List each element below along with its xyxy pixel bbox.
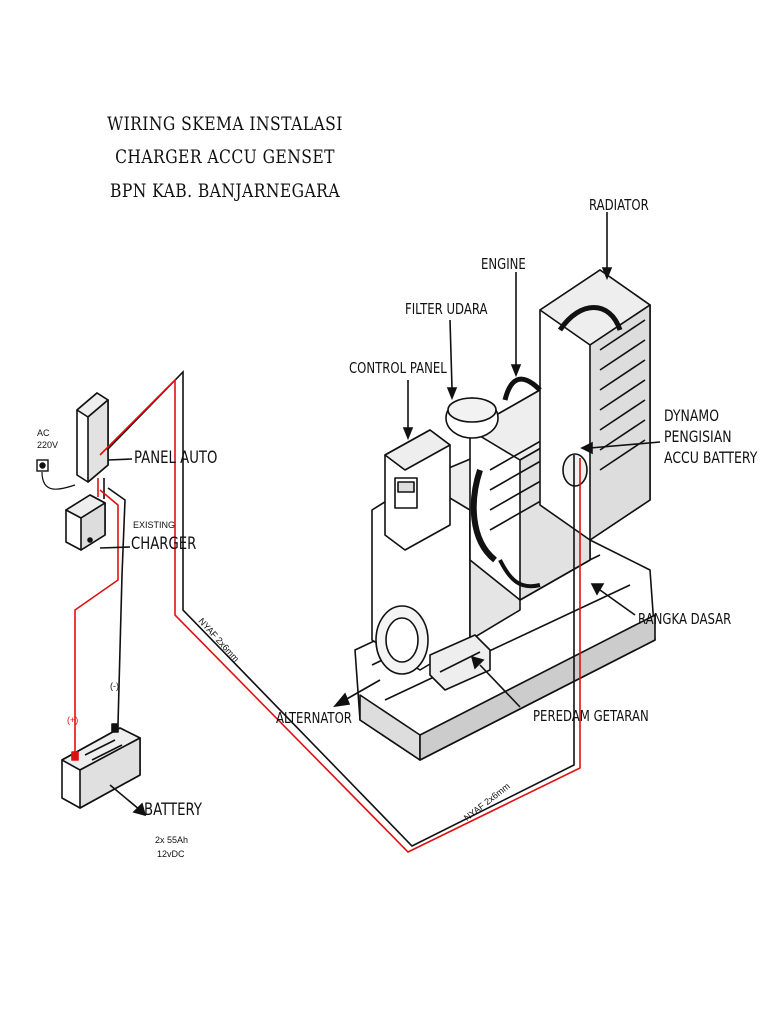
leader-lines (99, 212, 661, 817)
existing-charger-box (65, 494, 106, 551)
label-positive-terminal: (+) (67, 715, 79, 725)
panel-auto-box (76, 392, 109, 483)
label-dynamo-3: ACCU BATTERY (664, 448, 758, 467)
genset-drawing (354, 269, 656, 761)
wire-battery-negative (107, 487, 126, 725)
control-panel-box (384, 429, 451, 551)
battery-box (61, 723, 141, 809)
vibration-damper (429, 634, 491, 691)
label-engine: ENGINE (481, 255, 526, 273)
label-radiator: RADIATOR (589, 196, 649, 214)
label-panel-auto: PANEL AUTO (134, 448, 218, 468)
label-battery-capacity: 2x 55Ah (155, 835, 189, 845)
wire-battery-positive (74, 489, 119, 752)
ac-outlet (36, 459, 76, 490)
wiring (74, 370, 581, 853)
label-filter-udara: FILTER UDARA (405, 300, 488, 318)
label-battery-voltage: 12vDC (157, 849, 185, 859)
label-ac-voltage: 220V (37, 440, 59, 450)
title-line-3: BPN KAB. BANJARNEGARA (109, 180, 340, 202)
label-dynamo-2: PENGISIAN (664, 427, 732, 446)
label-peredam-getaran: PEREDAM GETARAN (533, 707, 649, 725)
air-filter (445, 397, 499, 439)
cable-dynamo-red (99, 378, 581, 853)
label-existing: EXISTING (133, 520, 176, 530)
label-negative-terminal: (-) (110, 681, 119, 691)
label-ac: AC (37, 428, 50, 438)
title-line-2: CHARGER ACCU GENSET (115, 146, 335, 168)
dynamo-body (562, 453, 588, 487)
label-control-panel: CONTROL PANEL (349, 359, 447, 377)
label-dynamo-1: DYNAMO (664, 406, 720, 425)
label-rangka-dasar: RANGKA DASAR (638, 610, 732, 628)
title-line-1: WIRING SKEMA INSTALASI (107, 113, 343, 135)
label-charger: CHARGER (131, 534, 197, 554)
label-battery: BATTERY (144, 800, 202, 820)
label-alternator: ALTERNATOR (276, 709, 352, 727)
